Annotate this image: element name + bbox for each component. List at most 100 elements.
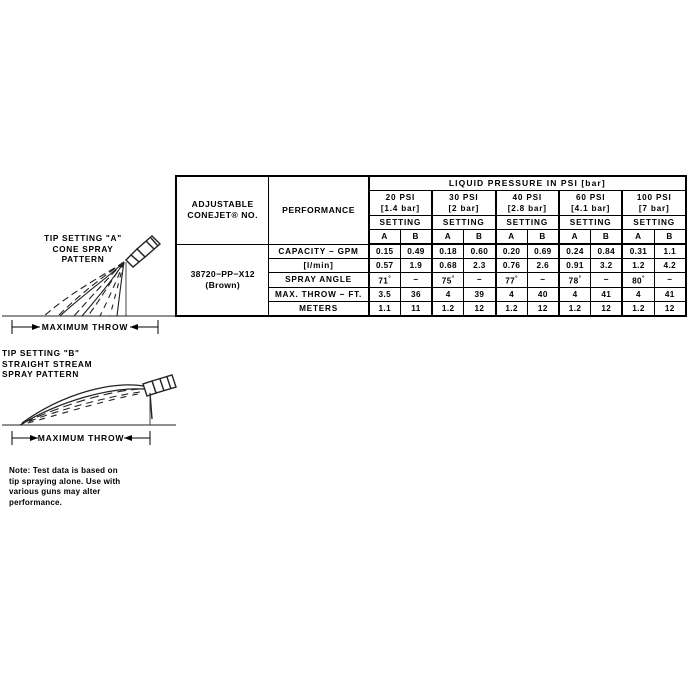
stream-dimension-label: MAXIMUM THROW — [38, 433, 125, 443]
row-label-spray-angle: SPRAY ANGLE — [268, 272, 370, 288]
cell-throwft-100-b: 41 — [653, 286, 687, 302]
cell-meters-20-a: 1.1 — [367, 300, 401, 317]
header-ab-40-b: B — [526, 229, 560, 245]
header-setting-20psi: SETTING — [367, 215, 433, 230]
header-pressure-100psi: 100 PSI [7 bar] — [621, 190, 687, 216]
cell-throwft-30-a: 4 — [431, 286, 465, 302]
cell-capacity-gpm-40-b: 0.69 — [526, 243, 560, 259]
header-pressure-60psi: 60 PSI [4.1 bar] — [557, 190, 623, 216]
diagram-cone-spray: TIP SETTING "A" CONE SPRAY PATTERN — [0, 228, 178, 340]
table-row: 38720−PP−X12 (Brown) CAPACITY − GPM 0.15… — [175, 243, 687, 317]
header-setting-60psi: SETTING — [557, 215, 623, 230]
row-label-capacity-gpm: CAPACITY − GPM — [268, 243, 370, 259]
cone-spray-illustration: MAXIMUM THROW — [2, 235, 176, 334]
header-ab-100-a: A — [621, 229, 655, 245]
header-pressure-40psi: 40 PSI [2.8 bar] — [494, 190, 560, 216]
cell-meters-100-a: 1.2 — [621, 300, 655, 317]
header-ab-40-a: A — [494, 229, 528, 245]
header-ab-20-a: A — [367, 229, 401, 245]
diagram-stream-caption: TIP SETTING "B" STRAIGHT STREAM SPRAY PA… — [2, 348, 93, 379]
cell-capacity-gpm-30-a: 0.18 — [431, 243, 465, 259]
cell-throwft-20-a: 3.5 — [367, 286, 401, 302]
nozzle-icon — [125, 235, 162, 268]
cell-angle-20-a: 71° — [367, 272, 401, 288]
header-setting-100psi: SETTING — [621, 215, 687, 230]
footnote-test-data: Note: Test data is based on tip spraying… — [9, 466, 121, 507]
cell-meters-20-b: 11 — [399, 300, 433, 317]
header-ab-100-b: B — [653, 229, 687, 245]
table-header-row-group: ADJUSTABLE CONEJET® NO. PERFORMANCE LIQU… — [175, 175, 688, 245]
dimension-line-maximum-throw — [11, 320, 159, 334]
cell-throwft-60-a: 4 — [557, 286, 592, 302]
header-ab-20-b: B — [399, 229, 433, 245]
cell-capacity-gpm-100-a: 0.31 — [621, 243, 655, 259]
performance-data-table: ADJUSTABLE CONEJET® NO. PERFORMANCE LIQU… — [175, 175, 688, 317]
cell-throwft-60-b: 41 — [590, 286, 623, 302]
cone-dimension-label: MAXIMUM THROW — [42, 322, 129, 332]
cell-capacity-gpm-60-b: 0.84 — [590, 243, 623, 259]
table-header-row-pressures: 20 PSI [1.4 bar] 30 PSI [2 bar] 40 PSI [… — [176, 190, 687, 216]
table-row: [l/min] 0.57 1.9 0.68 2.3 0.76 2.6 0.91 … — [176, 258, 687, 273]
header-ab-30-b: B — [463, 229, 497, 245]
cell-throwft-40-b: 40 — [526, 286, 560, 302]
cell-meters-100-b: 12 — [653, 300, 687, 317]
cell-throwft-30-b: 39 — [463, 286, 497, 302]
table-header-row-setting: SETTING SETTING SETTING SETTING SETTING — [176, 215, 687, 230]
row-label-meters: METERS — [268, 300, 370, 317]
cell-angle-20-b: − — [399, 272, 433, 288]
cell-lmin-30-b: 2.3 — [463, 258, 497, 273]
cell-lmin-100-a: 1.2 — [621, 258, 655, 273]
cell-throwft-40-a: 4 — [494, 286, 528, 302]
row-label-capacity-lmin: [l/min] — [268, 258, 370, 273]
cell-meters-30-b: 12 — [463, 300, 497, 317]
cell-throwft-20-b: 36 — [399, 286, 433, 302]
cell-capacity-gpm-20-b: 0.49 — [399, 243, 433, 259]
dimension-line-maximum-throw — [11, 431, 151, 445]
header-ab-60-b: B — [590, 229, 623, 245]
cell-lmin-40-a: 0.76 — [494, 258, 528, 273]
cell-lmin-100-b: 4.2 — [653, 258, 687, 273]
table-row: MAX. THROW − FT. 3.5 36 4 39 4 40 4 41 4… — [176, 286, 687, 302]
table-header-row-ab: A B A B A B A B A B — [176, 229, 687, 245]
row-label-max-throw-ft: MAX. THROW − FT. — [268, 286, 370, 302]
table-row: METERS 1.1 11 1.2 12 1.2 12 1.2 12 1.2 1… — [176, 300, 687, 317]
header-setting-40psi: SETTING — [494, 215, 560, 230]
cell-angle-100-a: 80° — [621, 272, 655, 288]
cell-angle-40-a: 77° — [494, 272, 528, 288]
cell-meters-40-b: 12 — [526, 300, 560, 317]
cell-meters-60-b: 12 — [590, 300, 623, 317]
header-product-number: ADJUSTABLE CONEJET® NO. — [175, 175, 270, 245]
cell-lmin-40-b: 2.6 — [526, 258, 560, 273]
header-ab-30-a: A — [431, 229, 465, 245]
nozzle-icon — [142, 374, 177, 420]
cell-angle-60-b: − — [590, 272, 623, 288]
table-row: SPRAY ANGLE 71° − 75° − 77° − 78° − 80° … — [176, 272, 687, 288]
cell-lmin-30-a: 0.68 — [431, 258, 465, 273]
header-setting-30psi: SETTING — [431, 215, 497, 230]
header-ab-60-a: A — [557, 229, 592, 245]
cell-angle-100-b: − — [653, 272, 687, 288]
diagram-straight-stream: TIP SETTING "B" STRAIGHT STREAM SPRAY PA… — [0, 345, 178, 455]
cell-capacity-gpm-40-a: 0.20 — [494, 243, 528, 259]
cell-meters-40-a: 1.2 — [494, 300, 528, 317]
cell-angle-30-b: − — [463, 272, 497, 288]
header-pressure-30psi: 30 PSI [2 bar] — [431, 190, 497, 216]
cell-angle-60-a: 78° — [557, 272, 592, 288]
cell-lmin-20-b: 1.9 — [399, 258, 433, 273]
cell-meters-60-a: 1.2 — [557, 300, 592, 317]
cell-product-number: 38720−PP−X12 (Brown) — [175, 243, 270, 317]
straight-stream-illustration: MAXIMUM THROW — [2, 374, 177, 445]
cell-angle-30-a: 75° — [431, 272, 465, 288]
cell-lmin-20-a: 0.57 — [367, 258, 401, 273]
cell-capacity-gpm-20-a: 0.15 — [367, 243, 401, 259]
cell-capacity-gpm-60-a: 0.24 — [557, 243, 592, 259]
cell-lmin-60-b: 3.2 — [590, 258, 623, 273]
cell-capacity-gpm-30-b: 0.60 — [463, 243, 497, 259]
cell-meters-30-a: 1.2 — [431, 300, 465, 317]
header-liquid-pressure-group: LIQUID PRESSURE IN PSI [bar] — [367, 175, 688, 191]
cell-lmin-60-a: 0.91 — [557, 258, 592, 273]
cell-angle-40-b: − — [526, 272, 560, 288]
cell-capacity-gpm-100-b: 1.1 — [653, 243, 687, 259]
diagram-cone-caption: TIP SETTING "A" CONE SPRAY PATTERN — [44, 233, 122, 264]
header-pressure-20psi: 20 PSI [1.4 bar] — [367, 190, 433, 216]
